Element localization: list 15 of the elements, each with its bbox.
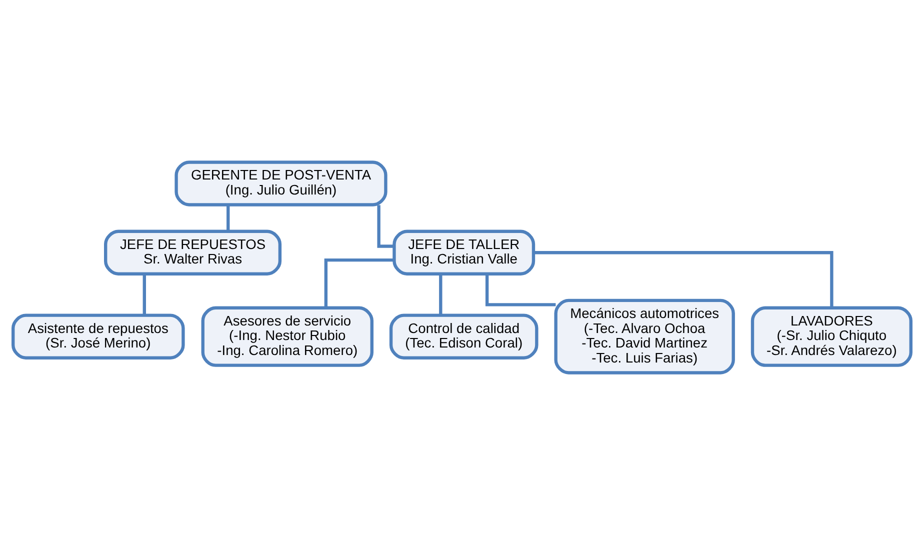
node-box: Control de calidad (Tec. Edison Coral) [389, 313, 538, 359]
node-box: JEFE DE REPUESTOS Sr. Walter Rivas [104, 229, 282, 275]
node-box: GERENTE DE POST-VENTA (Ing. Julio Guillén) [174, 160, 388, 206]
node-box: Asesores de servicio (-Ing. Nestor Rubio -Ing. Carolina Romero) [201, 306, 374, 366]
node-box: Mecánicos automotrices (-Tec. Alvaro Ochoa -Tec. David Martinez -Tec. Luis Farias) [554, 298, 735, 374]
connector [534, 250, 834, 308]
connector [324, 258, 394, 308]
connector [142, 274, 146, 315]
node-box: JEFE DE TALLER Ing. Cristian Valle [392, 229, 536, 275]
connector [226, 204, 230, 230]
connector [485, 274, 556, 306]
node-box: LAVADORES (-Sr. Julio Chiquto -Sr. Andrés Valarezo) [750, 306, 912, 366]
connector [377, 204, 394, 248]
connector [439, 274, 442, 315]
node-box: Asistente de repuestos (Sr. José Merino) [12, 313, 185, 359]
